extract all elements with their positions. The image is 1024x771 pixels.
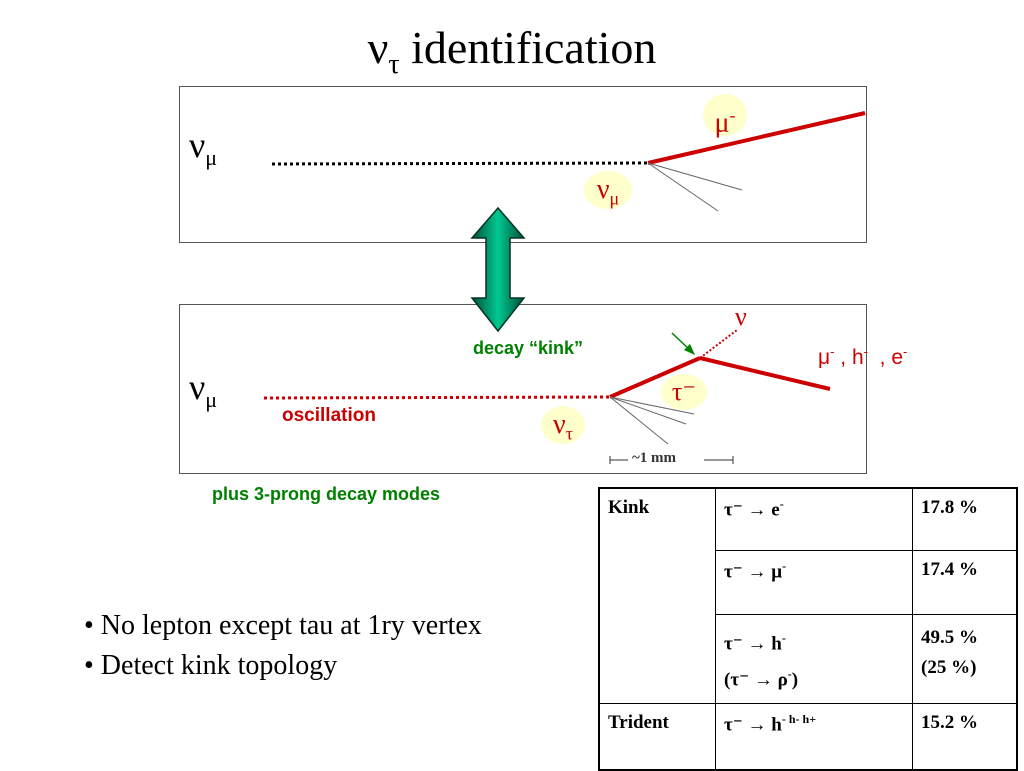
oscillation-label: oscillation bbox=[282, 405, 376, 426]
table-row: Kink τ⁻ → e- 17.8 % bbox=[598, 487, 1018, 705]
bottom-panel bbox=[179, 304, 867, 474]
table-cell-type: Trident bbox=[598, 703, 716, 771]
nu-tau-label: ντ bbox=[541, 406, 585, 444]
decay-kink-label: decay “kink” bbox=[473, 338, 584, 358]
top-panel bbox=[179, 86, 867, 243]
bullet-list: • No lepton except tau at 1ry vertex • D… bbox=[84, 606, 482, 686]
three-prong-note: plus 3-prong decay modes bbox=[212, 484, 441, 504]
title-nu: ν bbox=[367, 22, 389, 73]
tau-label: τ⁻ bbox=[661, 374, 707, 410]
tau-track bbox=[609, 356, 701, 399]
table-cell-br: 17.8 % bbox=[912, 487, 1018, 551]
muon-track bbox=[647, 111, 866, 165]
table-cell-decay: τ⁻ → e- bbox=[715, 487, 913, 551]
table-row: τ⁻ → μ- 17.4 % bbox=[599, 549, 1018, 615]
neutrino-out-track bbox=[699, 329, 738, 359]
table-cell-br: 15.2 % bbox=[912, 703, 1018, 771]
outgoing-nu-label: ν bbox=[735, 302, 747, 331]
bullet-item: • Detect kink topology bbox=[84, 650, 338, 681]
decay-products-label: μ- , h- , e- bbox=[818, 344, 908, 369]
bottom-nu-mu-label: νμ bbox=[189, 367, 218, 413]
top-nu-mu-label: νμ bbox=[189, 125, 218, 171]
kink-pointer-head bbox=[684, 344, 695, 355]
hadron-track-2 bbox=[647, 162, 719, 212]
incoming-neutrino-track bbox=[271, 161, 649, 166]
title-sub: τ bbox=[388, 49, 400, 81]
daughter-track bbox=[699, 356, 831, 391]
table-row: Trident τ⁻ → h- h- h+ 15.2 % bbox=[598, 703, 1018, 771]
table-cell-decay: τ⁻ → h- (τ⁻ → ρ-) bbox=[715, 613, 913, 705]
hadron-track-1 bbox=[647, 162, 743, 191]
outgoing-nu-mu-label: νμ bbox=[584, 171, 632, 209]
table-cell-type: Kink bbox=[598, 487, 716, 705]
table-cell-br: 17.4 % bbox=[912, 549, 1018, 615]
title-text: identification bbox=[399, 22, 657, 73]
scale-label: ~1 mm bbox=[632, 450, 677, 466]
oscillation-track bbox=[263, 395, 611, 400]
hadron-bottom-2 bbox=[609, 396, 669, 445]
table-cell-decay: τ⁻ → μ- bbox=[715, 549, 913, 615]
bullet-item: • No lepton except tau at 1ry vertex bbox=[84, 610, 482, 641]
hadron-bottom-3 bbox=[609, 396, 695, 415]
table-cell-br: 49.5 % (25 %) bbox=[912, 613, 1018, 705]
double-arrow bbox=[470, 206, 526, 333]
muon-label: μ- bbox=[703, 94, 747, 138]
page-title: ντ identification bbox=[0, 18, 1024, 95]
table-row: τ⁻ → h- (τ⁻ → ρ-) 49.5 % (25 %) bbox=[599, 613, 1018, 705]
table-cell-decay: τ⁻ → h- h- h+ bbox=[715, 703, 913, 771]
decay-modes-table: Kink τ⁻ → e- 17.8 % τ⁻ → μ- 17.4 % τ⁻ → … bbox=[598, 487, 1018, 771]
hadron-bottom-1 bbox=[609, 396, 687, 425]
